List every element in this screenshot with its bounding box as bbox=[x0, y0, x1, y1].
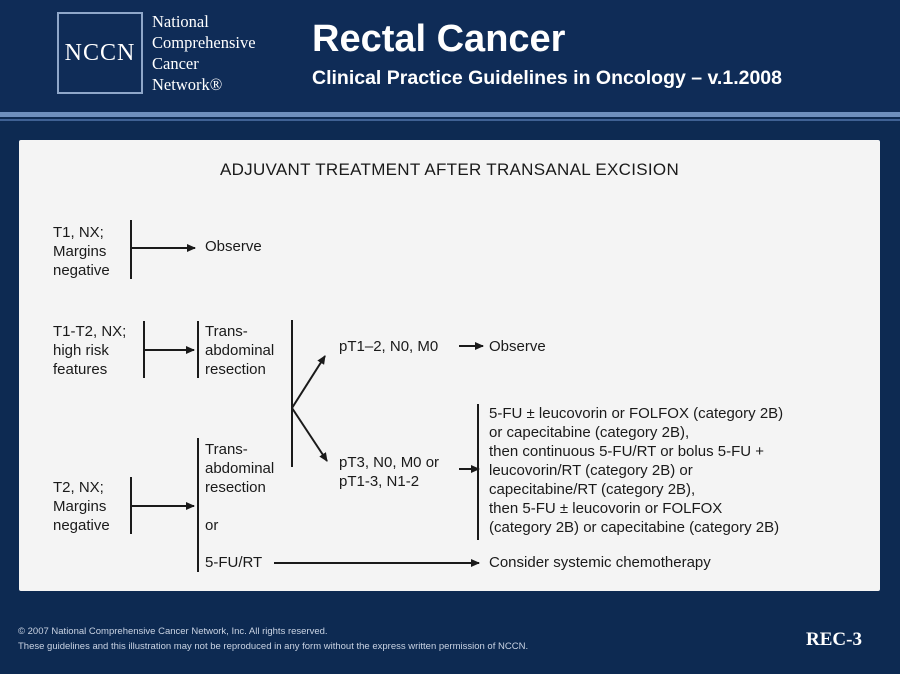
row2-condition-line: high risk bbox=[53, 342, 109, 359]
row2-procedure: Trans- abdominal resection bbox=[205, 322, 274, 379]
row3-condition: T2, NX; Margins negative bbox=[53, 478, 110, 535]
row2-procedure-line: Trans- bbox=[205, 323, 248, 340]
row1-condition-line: Margins bbox=[53, 243, 107, 260]
lower-branch-outcome-line: (category 2B) or capecitabine (category … bbox=[489, 519, 780, 536]
header-divider bbox=[0, 112, 900, 117]
row2-condition-line: features bbox=[53, 361, 108, 378]
or-label: or bbox=[205, 517, 219, 534]
lower-branch-outcome-line: or capecitabine (category 2B), bbox=[489, 424, 690, 441]
lower-branch-outcome-line: then 5-FU ± leucovorin or FOLFOX bbox=[489, 500, 723, 517]
lower-branch-outcome-line: leucovorin/RT (category 2B) or bbox=[489, 462, 693, 479]
page-title: Rectal Cancer bbox=[312, 18, 566, 60]
row3-procedure: Trans- abdominal resection bbox=[205, 440, 274, 497]
nccn-logo: NCCN bbox=[57, 12, 143, 94]
flowchart-heading: ADJUVANT TREATMENT AFTER TRANSANAL EXCIS… bbox=[219, 160, 680, 179]
upper-branch-stage: pT1–2, N0, M0 bbox=[339, 338, 439, 355]
lower-branch-stage: pT3, N0, M0 or pT1-3, N1-2 bbox=[339, 453, 439, 491]
row3-condition-line: negative bbox=[53, 517, 110, 534]
footer-notice: © 2007 National Comprehensive Cancer Net… bbox=[18, 624, 528, 654]
organization-name-line: National bbox=[152, 12, 209, 31]
lower-branch-stage-line: pT1-3, N1-2 bbox=[339, 473, 420, 490]
row3-procedure-line: Trans- bbox=[205, 441, 248, 458]
row1-condition: T1, NX; Margins negative bbox=[53, 223, 110, 280]
organization-name-line: Network® bbox=[152, 75, 223, 94]
row3-procedure-line: resection bbox=[205, 479, 266, 496]
organization-name: National Comprehensive Cancer Network® bbox=[152, 11, 256, 95]
lower-branch-outcome-line: 5-FU ± leucovorin or FOLFOX (category 2B… bbox=[489, 405, 784, 422]
row2-procedure-line: abdominal bbox=[205, 342, 275, 359]
lower-branch-outcome: 5-FU ± leucovorin or FOLFOX (category 2B… bbox=[489, 404, 783, 537]
row3-condition-line: Margins bbox=[53, 498, 107, 515]
page-subtitle: Clinical Practice Guidelines in Oncology… bbox=[312, 67, 782, 89]
row1-outcome: Observe bbox=[205, 238, 262, 255]
alt-treatment: 5-FU/RT bbox=[205, 554, 263, 571]
organization-name-line: Comprehensive bbox=[152, 33, 256, 52]
header-bar: NCCN National Comprehensive Cancer Netwo… bbox=[0, 0, 900, 112]
upper-branch-outcome: Observe bbox=[489, 338, 546, 355]
row2-procedure-line: resection bbox=[205, 361, 266, 378]
row2-condition: T1-T2, NX; high risk features bbox=[53, 322, 126, 379]
lower-branch-arrow bbox=[291, 407, 328, 462]
copyright-text: © 2007 National Comprehensive Cancer Net… bbox=[18, 626, 328, 637]
flowchart-connectors bbox=[130, 220, 484, 572]
lower-branch-stage-line: pT3, N0, M0 or bbox=[339, 454, 440, 471]
row3-procedure-line: abdominal bbox=[205, 460, 275, 477]
header-divider-thin bbox=[0, 119, 900, 121]
lower-branch-outcome-line: capecitabine/RT (category 2B), bbox=[489, 481, 696, 498]
row1-condition-line: T1, NX; bbox=[53, 224, 104, 241]
upper-branch-arrow bbox=[291, 355, 326, 409]
alt-outcome: Consider systemic chemotherapy bbox=[489, 554, 711, 571]
page-code: REC-3 bbox=[806, 629, 862, 650]
lower-branch-outcome-line: then continuous 5-FU/RT or bolus 5-FU + bbox=[489, 443, 764, 460]
row3-condition-line: T2, NX; bbox=[53, 479, 104, 496]
organization-name-line: Cancer bbox=[152, 54, 199, 73]
reproduction-notice: These guidelines and this illustration m… bbox=[18, 641, 529, 652]
row2-condition-line: T1-T2, NX; bbox=[53, 323, 127, 340]
flowchart-panel: ADJUVANT TREATMENT AFTER TRANSANAL EXCIS… bbox=[19, 140, 880, 591]
row1-condition-line: negative bbox=[53, 262, 110, 279]
